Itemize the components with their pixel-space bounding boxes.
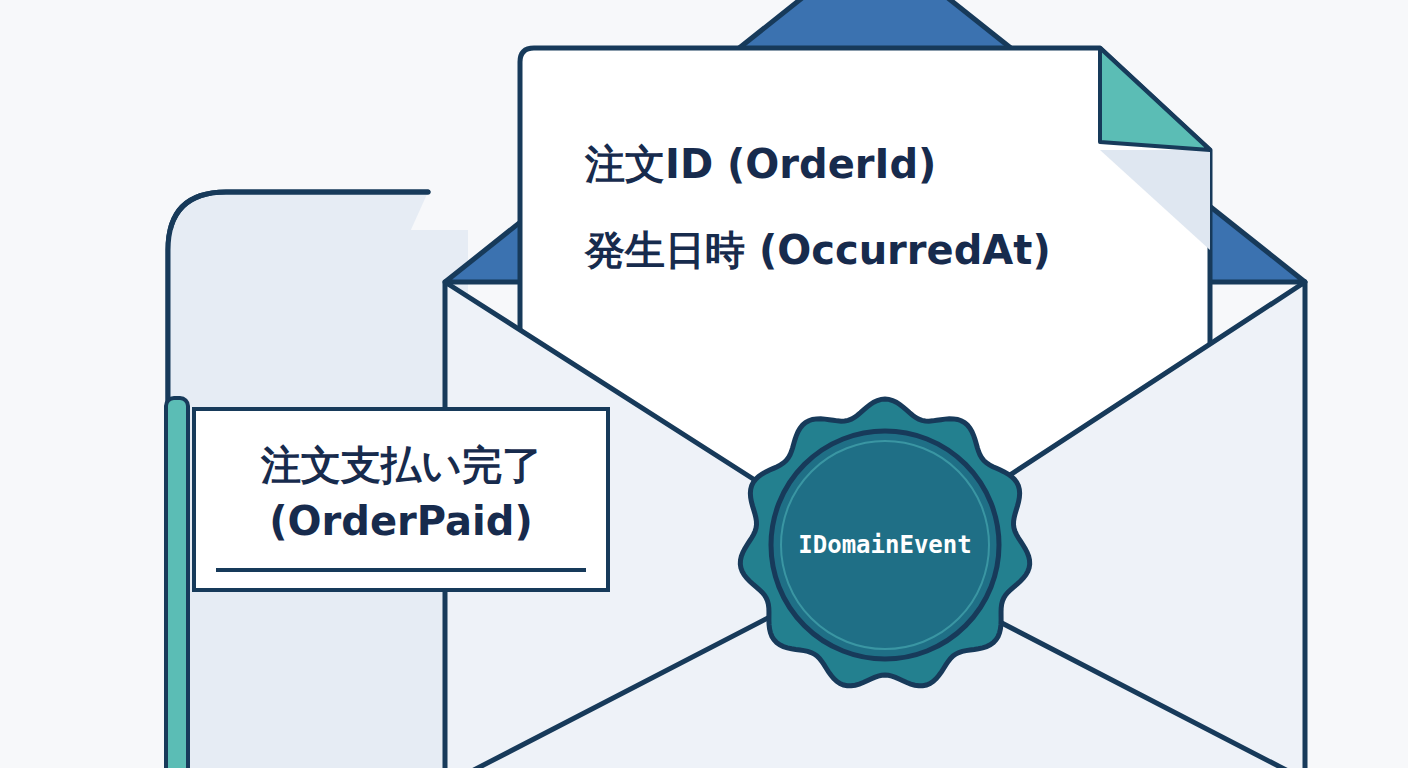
seal-inner bbox=[771, 431, 999, 659]
event-label-box: 注文支払い完了 (OrderPaid) bbox=[192, 407, 610, 592]
fold-shadow bbox=[1100, 150, 1210, 250]
letter-node: 注文ID (OrderId) 発生日時 (OccurredAt) bbox=[520, 48, 1210, 348]
wax-seal: IDomainEvent bbox=[735, 395, 1035, 695]
field-text: 注文ID (OrderId) bbox=[585, 140, 936, 188]
seal-text: IDomainEvent bbox=[798, 531, 971, 559]
letter-fold bbox=[1100, 48, 1210, 150]
event-name: 注文支払い完了 (OrderPaid) bbox=[216, 437, 586, 549]
field-text: 発生日時 (OccurredAt) bbox=[585, 226, 1051, 274]
flag-pole bbox=[166, 398, 188, 768]
seal-ring bbox=[781, 441, 989, 649]
label-underline bbox=[216, 568, 586, 572]
seal-wax bbox=[740, 399, 1029, 686]
